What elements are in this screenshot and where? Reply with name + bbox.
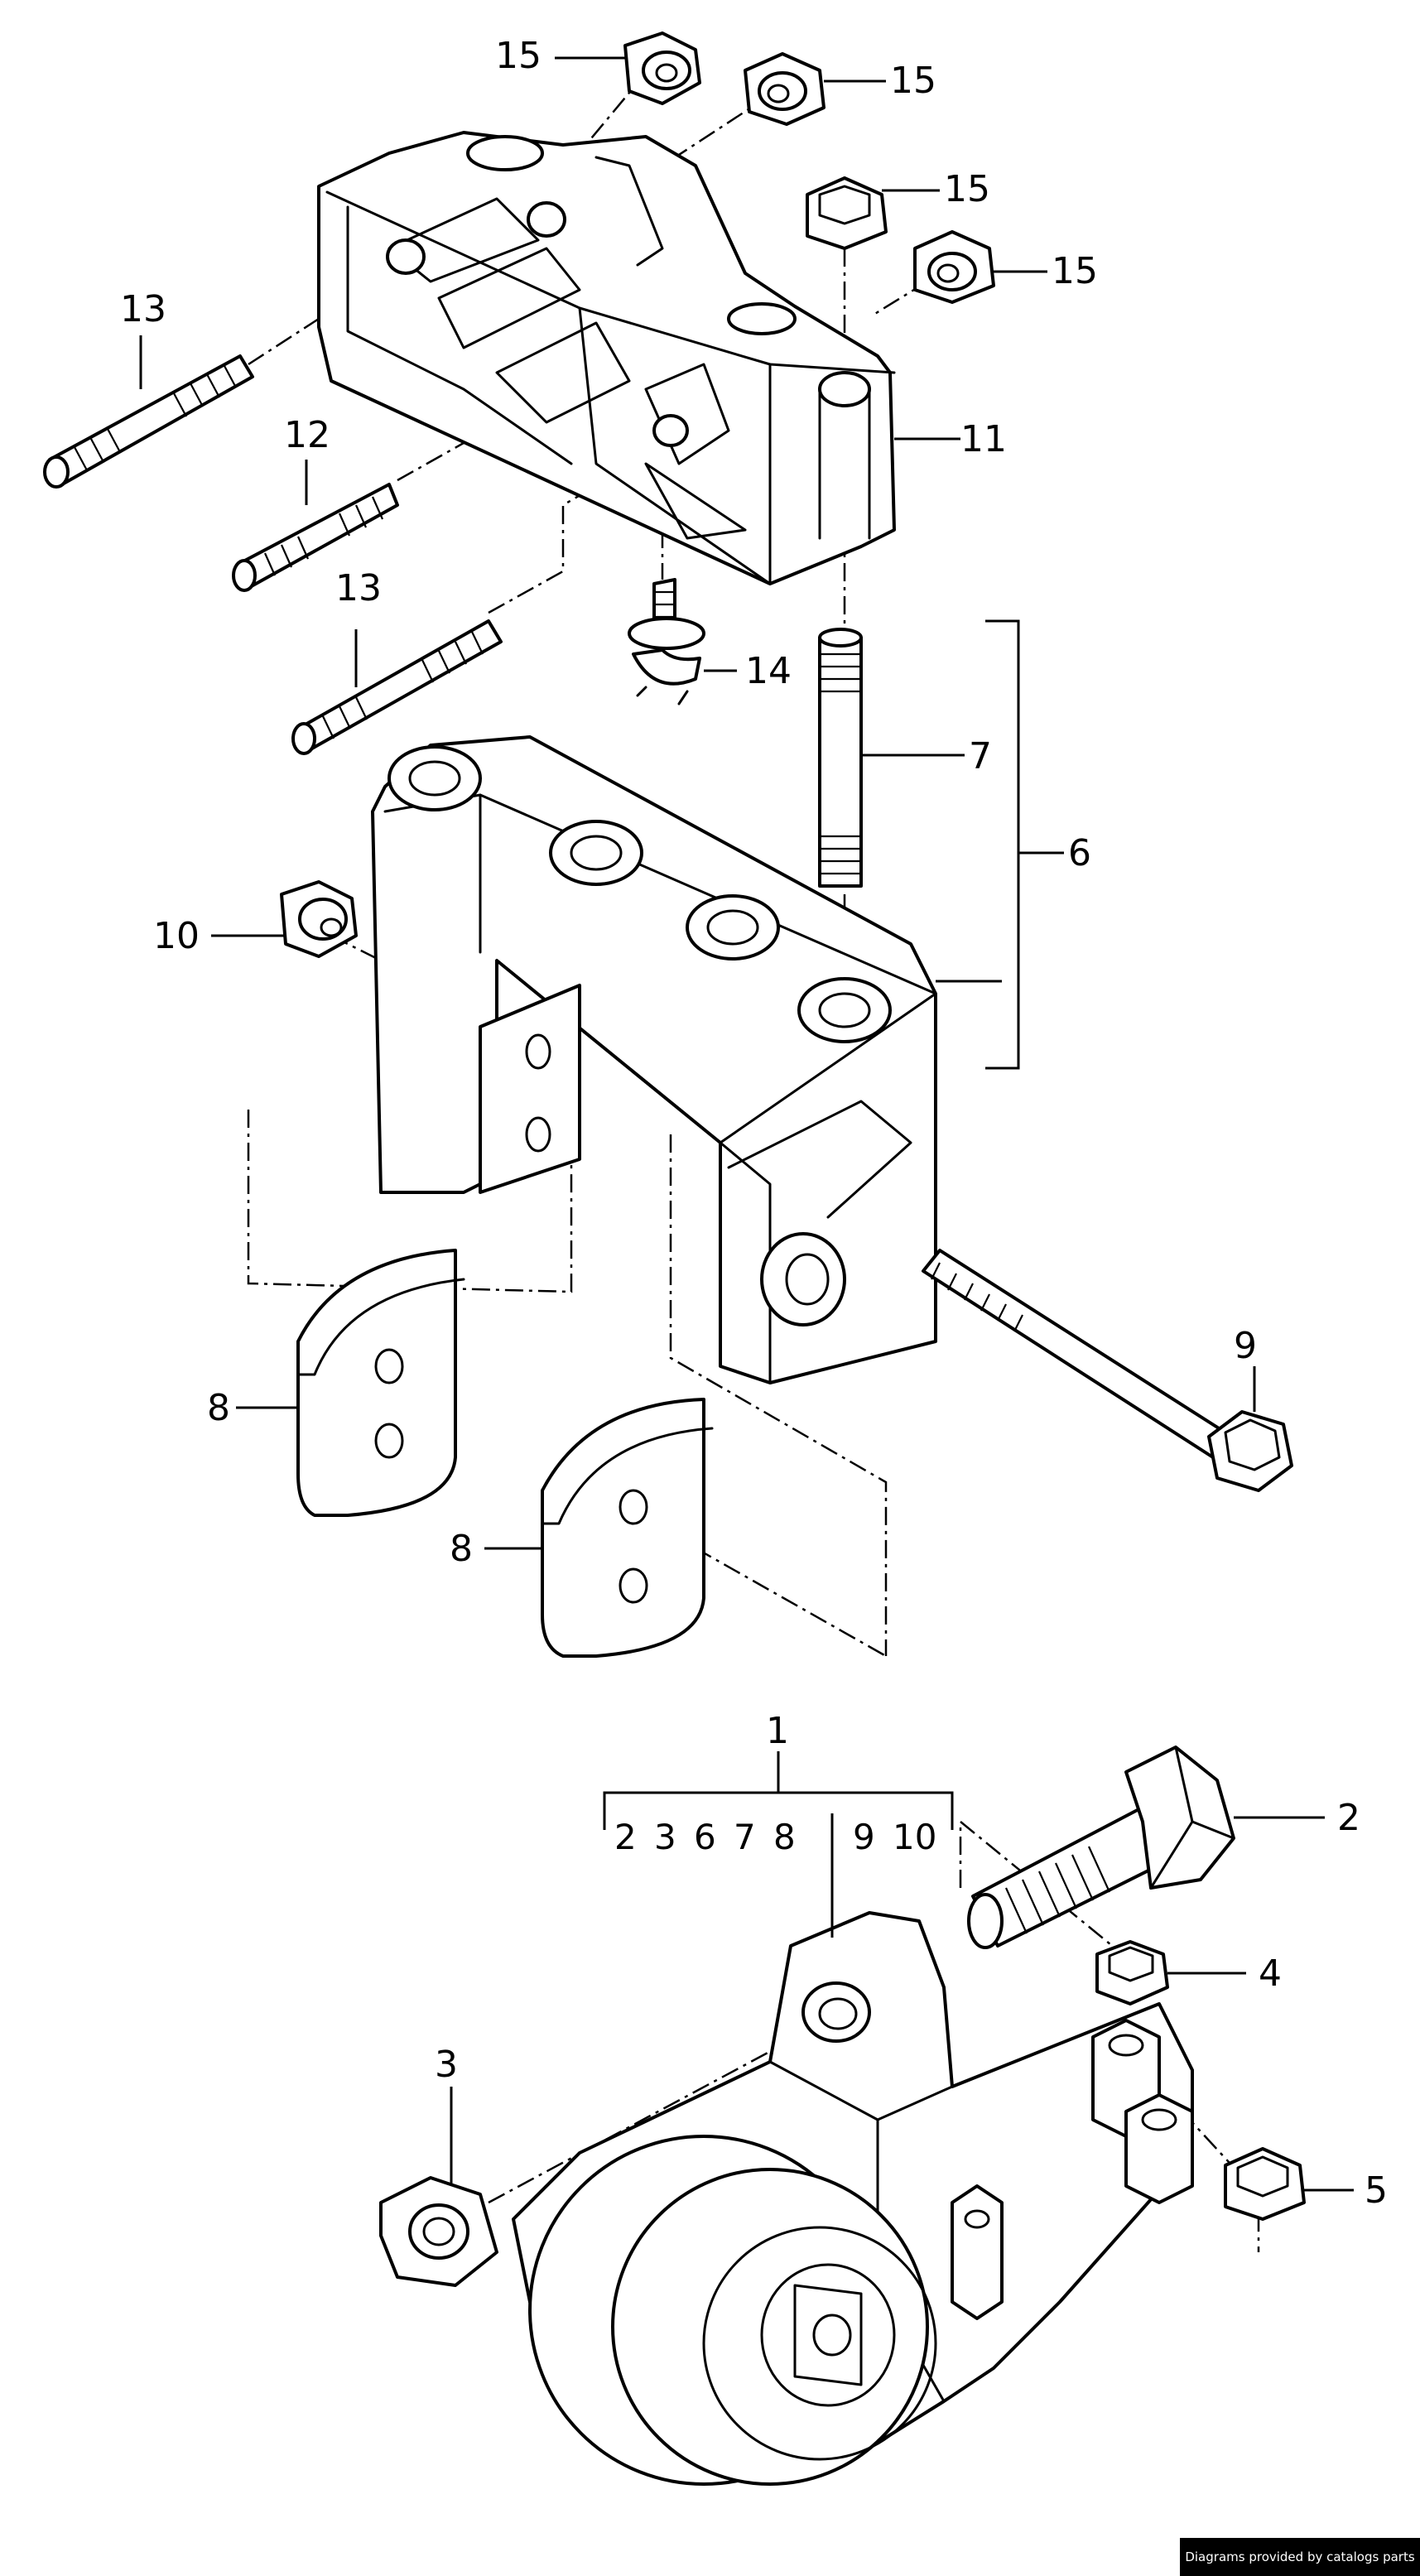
group-item: 10 — [893, 1817, 936, 1857]
group-item: 6 — [694, 1817, 716, 1857]
callout-15d: 15 — [1052, 250, 1098, 292]
bolt-2 — [967, 1745, 1235, 1949]
callout-labels: 15 15 15 15 13 12 13 11 14 7 6 10 9 8 8 … — [120, 35, 1388, 2212]
clip-14 — [628, 578, 705, 705]
callout-leaders — [139, 56, 1354, 2192]
stud-13-upper — [43, 354, 254, 489]
callout-2: 2 — [1337, 1797, 1360, 1839]
carrier-bracket — [371, 735, 937, 1384]
callout-13a: 13 — [120, 288, 166, 330]
diagram-credit: Diagrams provided by catalogs parts — [1180, 2538, 1420, 2576]
flange-nut-15c — [806, 176, 888, 250]
group-item: 8 — [773, 1817, 796, 1857]
flange-nut-4 — [1095, 1940, 1169, 2005]
callout-10: 10 — [153, 915, 200, 957]
group-item: 2 — [614, 1817, 637, 1857]
engine-mount-assembly — [512, 1911, 1194, 2486]
callout-4: 4 — [1259, 1952, 1282, 1995]
stud-13-lower — [291, 619, 503, 755]
callout-15c: 15 — [944, 168, 990, 210]
flange-nut-15b — [744, 52, 826, 126]
plate-8-left — [296, 1249, 465, 1517]
group-item: 7 — [734, 1817, 756, 1857]
hex-nut-3 — [379, 2176, 498, 2287]
upper-bracket — [317, 131, 896, 585]
callout-9: 9 — [1234, 1325, 1257, 1367]
callout-15b: 15 — [890, 60, 936, 102]
callout-5: 5 — [1365, 2169, 1388, 2212]
flange-nut-5 — [1224, 2147, 1306, 2221]
callout-12: 12 — [284, 414, 330, 456]
plate-8-right — [541, 1398, 714, 1658]
callout-14: 14 — [745, 650, 792, 692]
flange-nut-15a — [623, 31, 701, 105]
callout-15a: 15 — [495, 35, 542, 77]
callout-13b: 13 — [335, 567, 382, 609]
flange-nut-15d — [913, 230, 995, 304]
assembly-group-list: 2 3 6 7 8 9 10 — [614, 1817, 936, 1857]
callout-7: 7 — [969, 735, 992, 778]
group-item: 3 — [654, 1817, 676, 1857]
group-item: 9 — [853, 1817, 875, 1857]
callout-6: 6 — [1068, 832, 1091, 874]
callout-8a: 8 — [207, 1387, 230, 1429]
callout-8b: 8 — [450, 1528, 473, 1570]
stud-7 — [818, 628, 863, 888]
bolt-9 — [922, 1249, 1293, 1492]
callout-1: 1 — [766, 1710, 789, 1752]
stud-12 — [232, 483, 399, 592]
callout-3: 3 — [435, 2044, 458, 2086]
flange-nut-10 — [280, 880, 358, 958]
callout-11: 11 — [960, 418, 1007, 460]
